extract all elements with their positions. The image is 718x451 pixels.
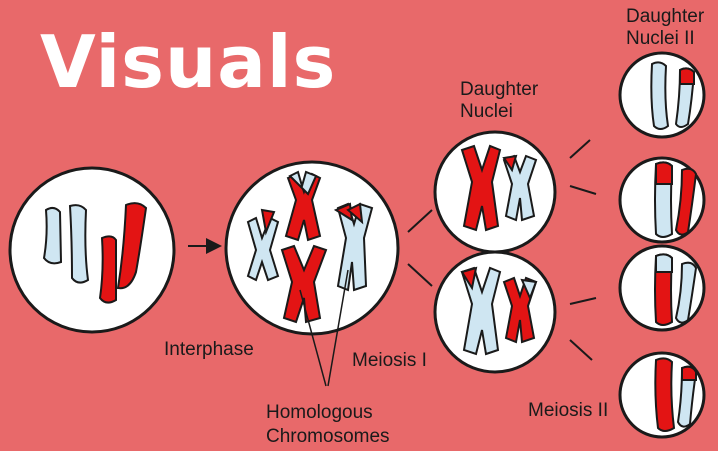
label-daughter-nuclei-ii-line2: Nuclei II: [626, 28, 695, 50]
label-daughter-nuclei-line2: Nuclei: [460, 101, 513, 123]
split-line: [408, 264, 432, 286]
label-daughter-nuclei-ii-line1: Daughter: [626, 6, 704, 28]
split-line: [570, 340, 592, 360]
chromosome-blue: [44, 208, 61, 263]
meiosis-parent-cell: [226, 162, 398, 334]
label-meiosis-2: Meiosis II: [528, 400, 608, 422]
daughter-nucleus-1: [435, 132, 555, 252]
label-daughter-nuclei-line1: Daughter: [460, 79, 538, 101]
chromosome-red: [680, 68, 694, 84]
chromosome-red: [656, 162, 672, 184]
split-line: [408, 210, 432, 232]
daughter-nucleus-2: [435, 252, 555, 372]
label-meiosis-1: Meiosis I: [352, 350, 427, 372]
daughter-nucleus-ii-1: [620, 53, 704, 137]
label-homologous-line2: Chromosomes: [266, 426, 390, 448]
chromosome-blue: [651, 62, 668, 129]
chromosome-red: [100, 236, 116, 302]
label-interphase: Interphase: [164, 339, 254, 361]
chromosome-red: [655, 358, 674, 431]
interphase-cell: [10, 168, 174, 332]
daughter-nucleus-ii-2: [620, 158, 704, 242]
daughter-nucleus-ii-3: [620, 246, 704, 330]
daughter-nucleus-ii-4: [620, 353, 704, 437]
label-homologous-line1: Homologous: [266, 402, 373, 424]
chromosome-blue: [656, 254, 672, 272]
split-line: [570, 140, 590, 158]
split-line: [570, 186, 596, 194]
split-line: [570, 298, 596, 304]
chromosome-red: [682, 367, 696, 380]
chromosome-blue: [70, 205, 88, 282]
